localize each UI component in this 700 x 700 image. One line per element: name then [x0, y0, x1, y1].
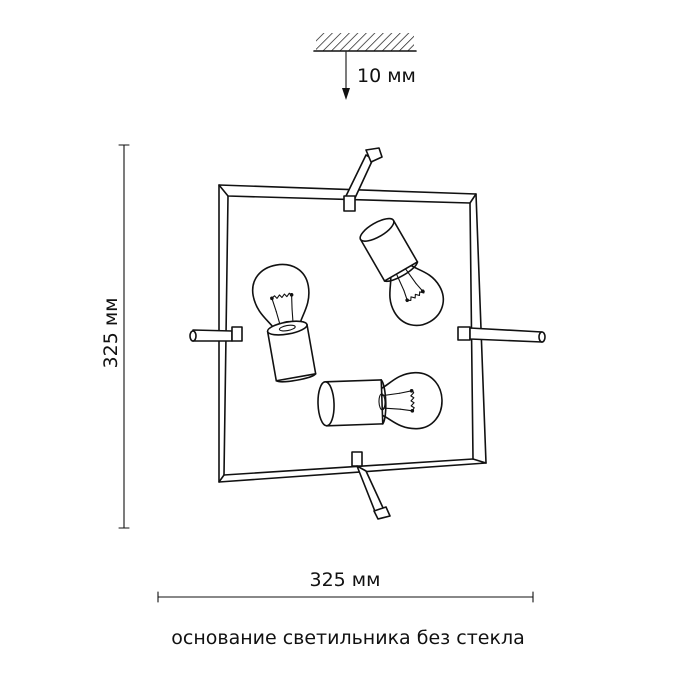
width-dimension-line [157, 591, 534, 603]
height-dimension-line [118, 144, 130, 529]
light-bulb-icon [251, 263, 317, 383]
mount-bracket-bottom [351, 451, 391, 520]
width-dimension-label: 325 мм [310, 569, 381, 591]
diagram-caption: основание светильника без стекла [171, 627, 525, 649]
mount-bracket-top [343, 147, 383, 212]
mount-bracket-right [457, 326, 546, 343]
light-bulb-icon [317, 371, 443, 430]
ceiling-symbol [313, 33, 417, 52]
mount-bracket-left [189, 326, 243, 342]
height-dimension-label: 325 мм [100, 298, 122, 369]
light-bulb-icon [359, 217, 445, 327]
lamp-frame [218, 184, 487, 483]
ceiling-gap-label: 10 мм [357, 65, 416, 87]
ceiling-gap-arrow [342, 51, 350, 100]
